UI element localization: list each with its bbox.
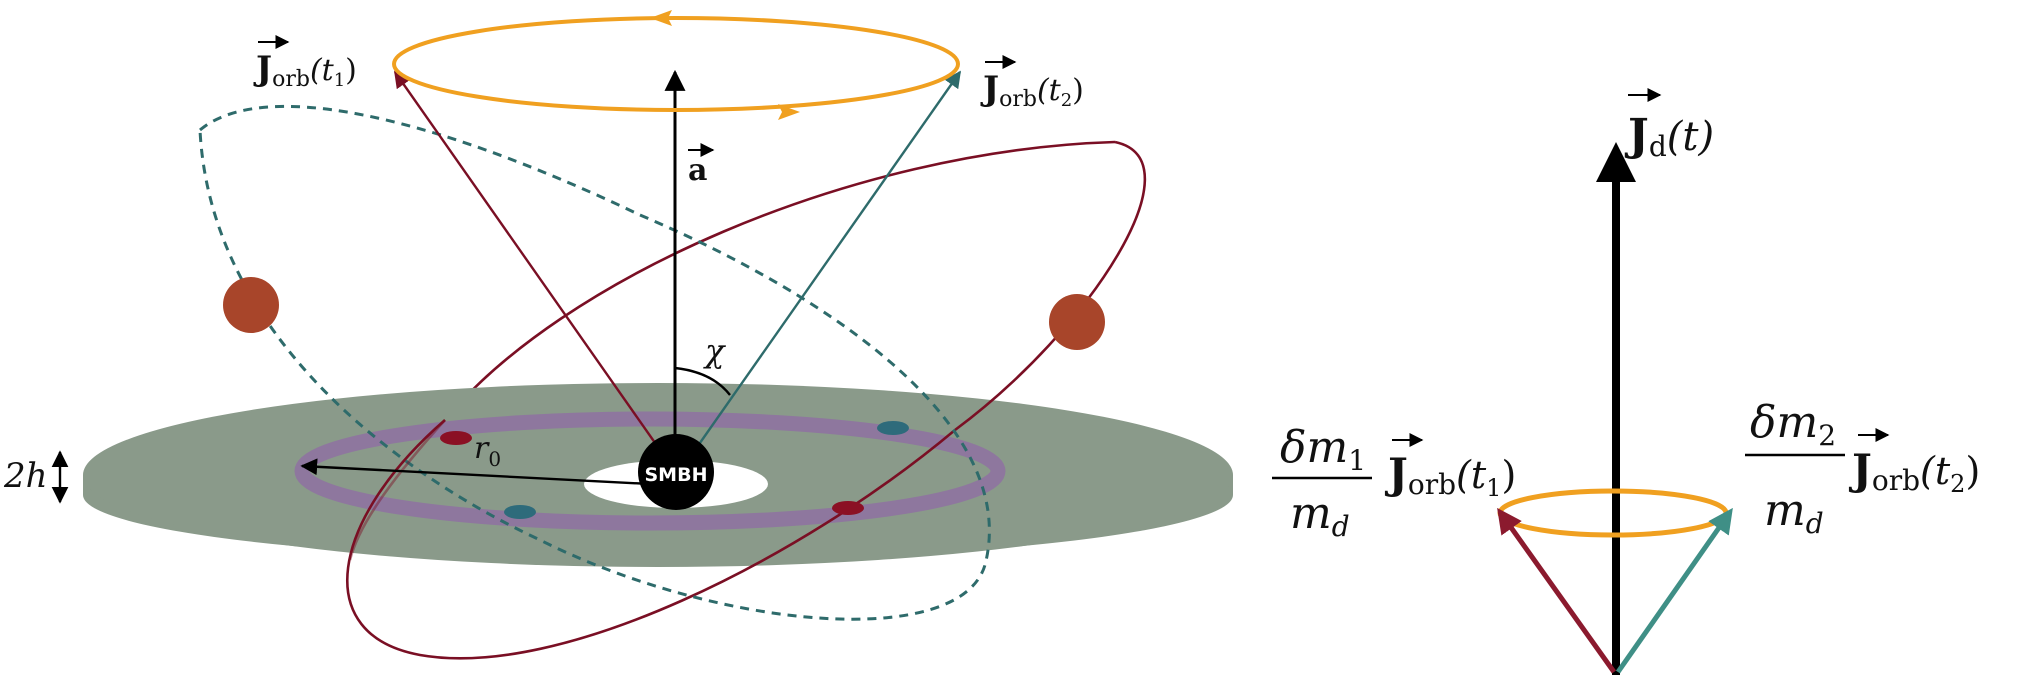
svg-text:Jd(t): Jd(t) xyxy=(1624,110,1714,163)
j-orb-t2-label: Jorb(t2) xyxy=(980,55,1084,112)
chi-angle-arc xyxy=(674,366,731,396)
teal-orbit-front xyxy=(198,129,991,621)
j-disk-label: Jd(t) xyxy=(1624,88,1714,163)
smbh xyxy=(638,434,714,510)
red-node-right xyxy=(832,501,864,515)
svg-text:Jorb(t2): Jorb(t2) xyxy=(1848,445,1980,498)
smbh-label: SMBH xyxy=(645,464,708,486)
mass-fraction-t2: δm2 md Jorb(t2) xyxy=(1745,397,1980,540)
planet-right xyxy=(1049,294,1105,350)
teal-node-left xyxy=(504,505,536,519)
radius-arrow xyxy=(300,458,651,486)
svg-text:Jorb(t2): Jorb(t2) xyxy=(980,69,1084,112)
red-node-left xyxy=(440,431,472,445)
svg-text:δm2: δm2 xyxy=(1750,397,1836,452)
precession-ring-top xyxy=(392,10,960,120)
chi-label: χ xyxy=(703,332,726,370)
j-orb-t2-vector xyxy=(694,70,961,451)
planet-left xyxy=(223,277,279,333)
precession-arrow-bottom-icon xyxy=(778,104,800,120)
small-j-t1-vector xyxy=(1497,507,1617,674)
j-orb-t1-vector xyxy=(394,70,661,451)
j-orb-t1-label: Jorb(t1) xyxy=(253,35,357,92)
svg-text:δm1: δm1 xyxy=(1280,422,1366,477)
mass-fraction-t1: δm1 md Jorb(t1) xyxy=(1272,422,1516,543)
precession-arrow-top-icon xyxy=(650,10,672,26)
small-j-t2-vector xyxy=(1615,507,1733,674)
red-orbit-under xyxy=(348,419,446,561)
red-orbit-front xyxy=(345,140,1147,660)
thickness-label: 2h xyxy=(3,456,48,496)
teal-node-right xyxy=(877,421,909,435)
spin-label: a xyxy=(688,153,707,188)
svg-text:md: md xyxy=(1764,485,1824,540)
radius-label: r0 xyxy=(474,431,501,471)
svg-text:md: md xyxy=(1290,488,1350,543)
svg-text:Jorb(t1): Jorb(t1) xyxy=(253,49,357,92)
red-orbit-back xyxy=(443,140,1116,421)
teal-orbit-back xyxy=(199,104,641,217)
svg-text:Jorb(t1): Jorb(t1) xyxy=(1384,449,1516,502)
